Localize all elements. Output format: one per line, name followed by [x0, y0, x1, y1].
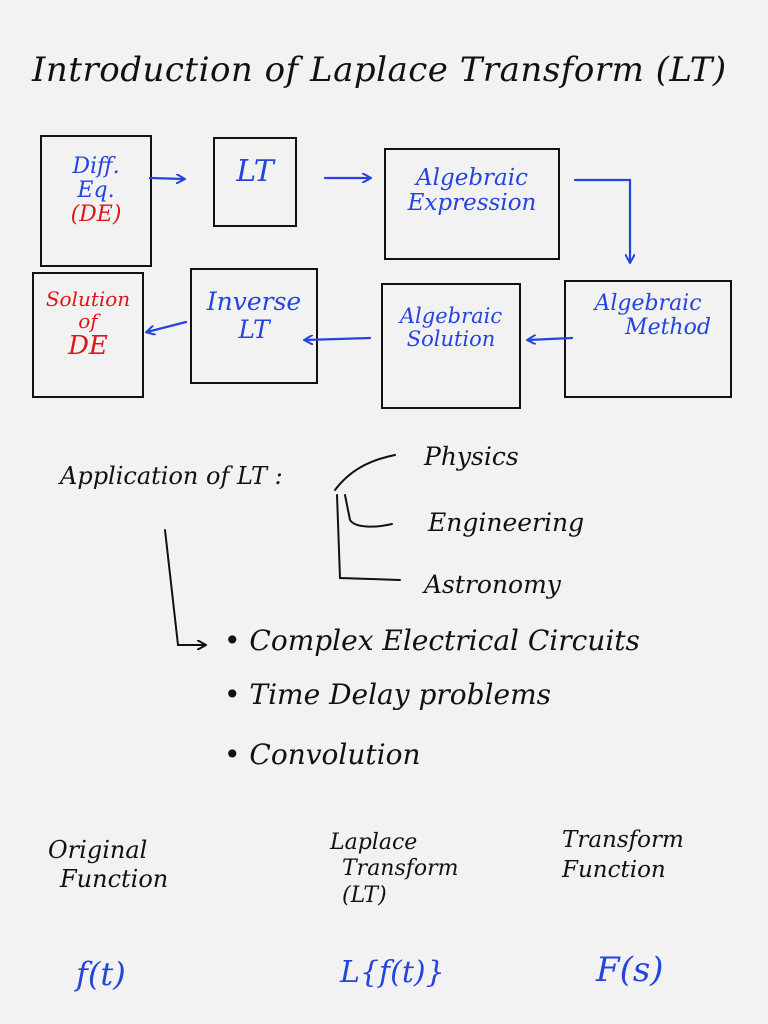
solution-de-box: Solution of DE	[32, 272, 144, 398]
algebraic-method-label-2: Method	[625, 315, 711, 341]
header-original-line-2: Function	[60, 864, 169, 893]
arrow-de-to-lt	[148, 178, 184, 179]
header-original-function: Original Function	[48, 836, 168, 894]
algebraic-expression-box: Algebraic Expression	[384, 148, 560, 260]
bracket-physics	[334, 454, 396, 491]
value-F-of-s: F(s)	[596, 950, 664, 990]
bullet-1-text: Complex Electrical Circuits	[249, 624, 640, 657]
bracket-astronomy	[336, 494, 401, 581]
algebraic-expression-label-2: Expression	[407, 190, 537, 217]
arrow-expression-to-method	[573, 178, 630, 262]
lt-label: LT	[236, 154, 274, 189]
bullet-complex-circuits: • Complex Electrical Circuits	[224, 624, 640, 657]
header-original-line-1: Original	[48, 836, 148, 864]
algebraic-expression-label-1: Algebraic	[416, 165, 528, 191]
algebraic-solution-box: Algebraic Solution	[381, 283, 521, 409]
algebraic-method-label-1: Algebraic	[594, 291, 702, 316]
value-laplace-of-f: L{f(t)}	[340, 955, 445, 990]
bullet-convolution: • Convolution	[224, 738, 421, 771]
arrow-method-to-solution	[528, 338, 574, 340]
algebraic-solution-label-2: Solution	[406, 327, 496, 352]
header-laplace-line-1: Laplace	[330, 830, 418, 855]
diff-eq-box: Diff. Eq. (DE)	[40, 135, 152, 267]
solution-de-label-3: DE	[68, 331, 108, 361]
solution-de-label-1: Solution	[45, 287, 131, 311]
bullet-time-delay: • Time Delay problems	[224, 678, 551, 711]
value-f-of-t: f(t)	[76, 955, 126, 993]
arrow-inverse-to-de	[147, 320, 188, 332]
applications-heading: Application of LT :	[60, 462, 283, 490]
algebraic-solution-label-1: Algebraic	[399, 304, 503, 328]
header-laplace-line-2: Transform	[342, 856, 459, 882]
arrow-solution-to-inverse	[305, 338, 372, 340]
inverse-lt-label-2: LT	[238, 314, 270, 344]
header-transform-function: Transform Function	[562, 826, 684, 886]
bracket-engineering	[344, 494, 393, 528]
diff-eq-label-2: Eq.	[77, 178, 115, 204]
inverse-lt-label-1: Inverse	[206, 287, 302, 316]
field-physics: Physics	[424, 442, 519, 471]
header-laplace-line-3: (LT)	[342, 882, 387, 908]
inverse-lt-box: Inverse LT	[190, 268, 318, 384]
diff-eq-label-3: (DE)	[70, 202, 122, 228]
diff-eq-label-1: Diff.	[72, 154, 120, 179]
header-transform-line-1: Transform	[562, 827, 684, 853]
page-title: Introduction of Laplace Transform (LT)	[32, 50, 727, 90]
bullet-3-text: Convolution	[249, 738, 421, 771]
solution-de-label-2: of	[78, 309, 98, 333]
header-transform-line-2: Function	[562, 856, 666, 883]
arrow-to-bullets	[164, 529, 205, 645]
lt-box: LT	[213, 137, 297, 227]
field-astronomy: Astronomy	[424, 570, 561, 599]
bullet-2-text: Time Delay problems	[249, 678, 551, 711]
header-laplace-transform: Laplace Transform (LT)	[330, 830, 459, 909]
field-engineering: Engineering	[428, 508, 585, 537]
